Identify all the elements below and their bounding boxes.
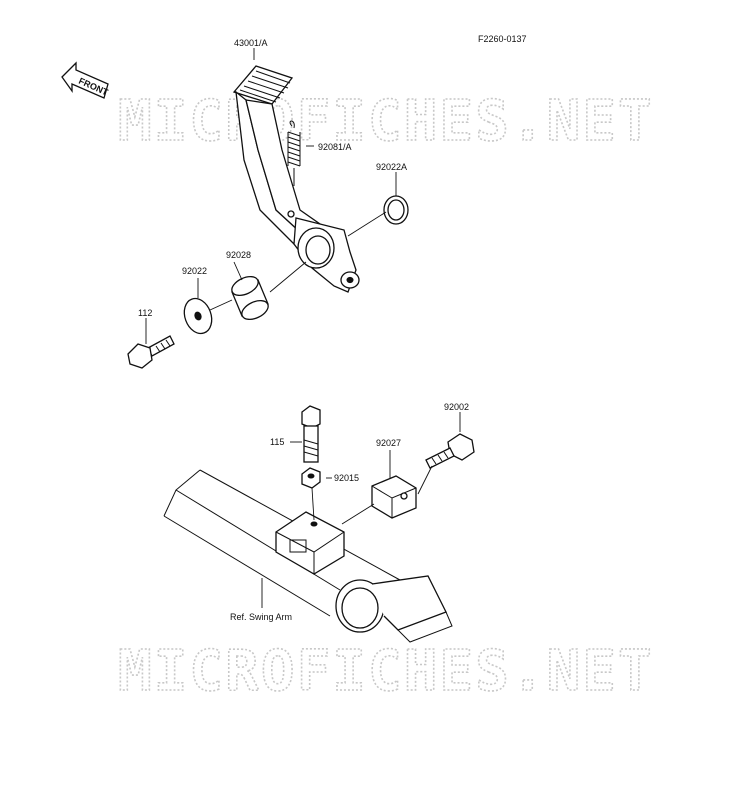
watermark-top: MICROFICHES.NET: [118, 89, 654, 154]
label-bolt-pedal: 112: [138, 308, 152, 318]
watermark-bottom: MICROFICHES.NET: [118, 639, 654, 704]
block: [371, 475, 417, 519]
label-swing-arm: Ref. Swing Arm: [230, 612, 292, 622]
return-spring: [287, 120, 301, 186]
label-pedal: 43001/A: [234, 38, 268, 48]
label-spring: 92081/A: [318, 142, 352, 152]
label-nut: 92015: [334, 473, 359, 483]
brake-pedal: [232, 65, 360, 293]
label-bolt-side: 92002: [444, 402, 469, 412]
swing-arm: [163, 469, 453, 643]
bolt-side: [425, 433, 475, 469]
label-block: 92027: [376, 438, 401, 448]
label-collar: 92028: [226, 250, 251, 260]
label-washer-left: 92022: [182, 266, 207, 276]
front-arrow-icon: FRONT: [61, 61, 110, 99]
label-bolt-bracket: 115: [270, 437, 284, 447]
bolt-pedal: [127, 335, 175, 369]
bolt-bracket: [301, 405, 321, 463]
label-washer-right: 92022A: [376, 162, 407, 172]
washer-right: [383, 195, 409, 225]
washer-left: [183, 297, 213, 335]
nut: [301, 467, 321, 489]
diagram-code: F2260-0137: [478, 34, 527, 44]
collar: [231, 275, 269, 321]
